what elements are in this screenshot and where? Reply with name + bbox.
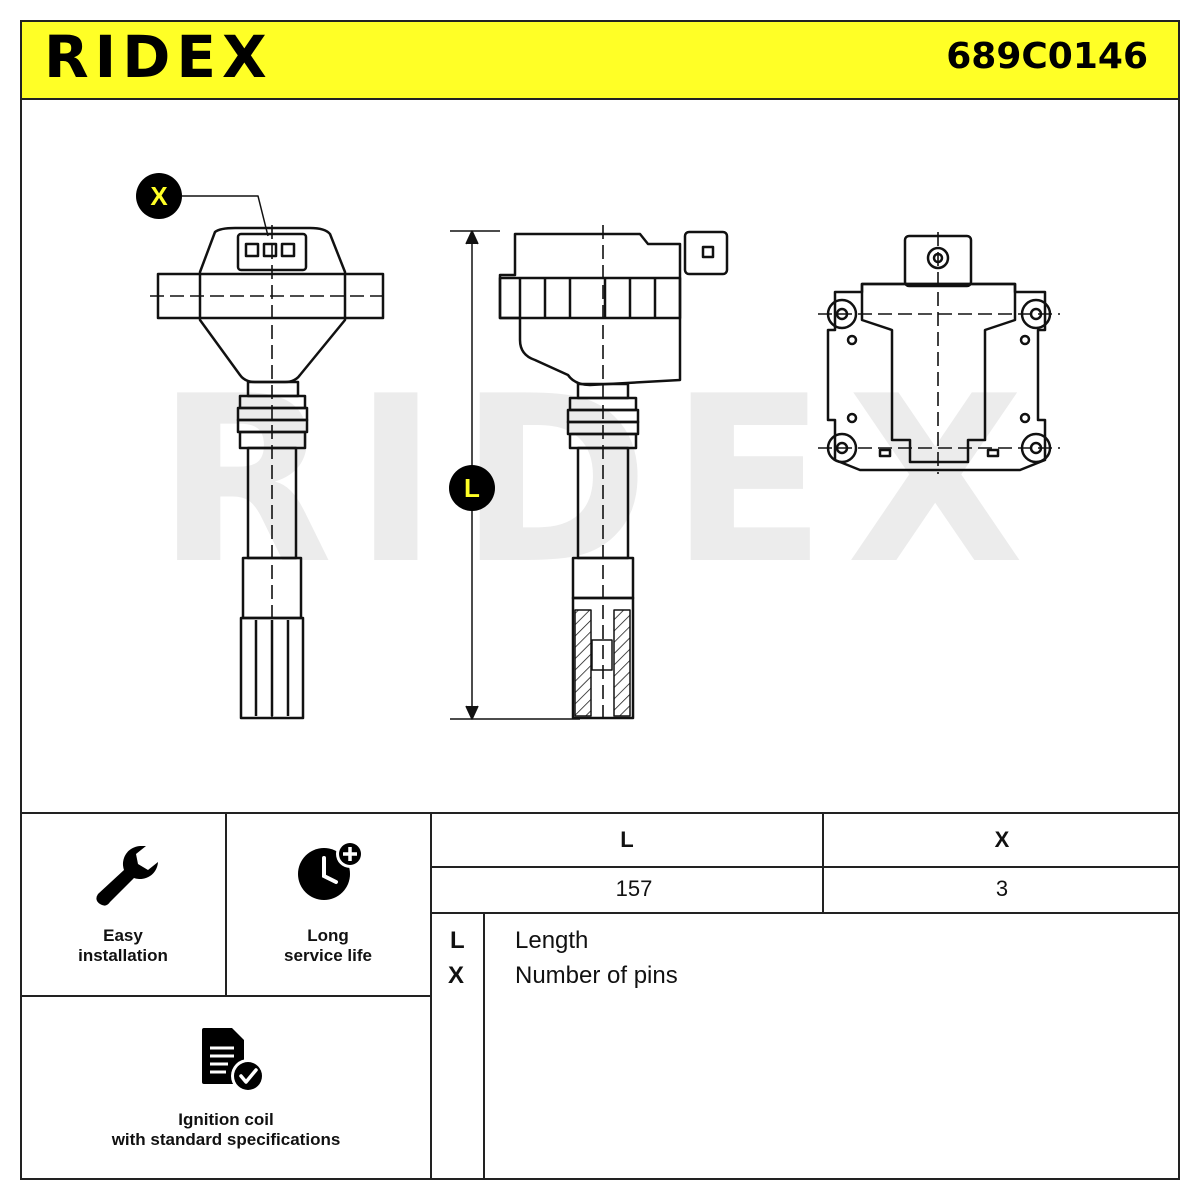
table-value-l: 157 xyxy=(615,876,653,901)
legend-key-l: L xyxy=(450,927,465,954)
l-callout-label: L xyxy=(464,473,480,503)
divider-table-header xyxy=(430,866,1180,868)
table-header-x: X xyxy=(994,827,1010,852)
feature-line1: Long xyxy=(307,926,349,945)
table-value-x: 3 xyxy=(995,876,1009,901)
document-check-icon xyxy=(202,1028,265,1093)
x-callout-label: X xyxy=(150,181,168,211)
divider-feature-1 xyxy=(225,812,227,996)
watermark: RIDEX xyxy=(156,348,1044,615)
feature-long-service-life: Long service life xyxy=(227,926,429,966)
wrench-icon xyxy=(96,846,158,906)
l-callout-badge: L xyxy=(449,465,495,511)
feature-line2: installation xyxy=(78,946,168,965)
coil-front-view xyxy=(156,226,385,720)
table-header-l: L xyxy=(620,827,634,852)
divider-legend xyxy=(483,912,485,1180)
legend-label-length: Length xyxy=(515,927,589,954)
divider-table-columns xyxy=(822,812,824,913)
header-bar xyxy=(20,20,1180,100)
technical-drawing: RIDEX xyxy=(136,173,1060,720)
brand-logo: RIDEX xyxy=(44,23,273,91)
part-number: 689C0146 xyxy=(946,36,1148,77)
divider-features-row xyxy=(20,995,432,997)
clock-plus-icon xyxy=(298,840,364,900)
x-callout-badge: X xyxy=(136,173,182,219)
legend-label-pins: Number of pins xyxy=(515,962,678,989)
feature-ignition-coil: Ignition coil with standard specificatio… xyxy=(22,1110,430,1150)
divider-table-values xyxy=(430,912,1180,914)
feature-line2: service life xyxy=(284,946,372,965)
feature-line2: with standard specifications xyxy=(111,1130,341,1149)
divider-drawing-bottom xyxy=(20,812,1180,814)
feature-easy-installation: Easy installation xyxy=(22,926,224,966)
feature-line1: Easy xyxy=(103,926,143,945)
feature-line1: Ignition coil xyxy=(178,1110,274,1129)
legend-key-x: X xyxy=(448,962,465,989)
